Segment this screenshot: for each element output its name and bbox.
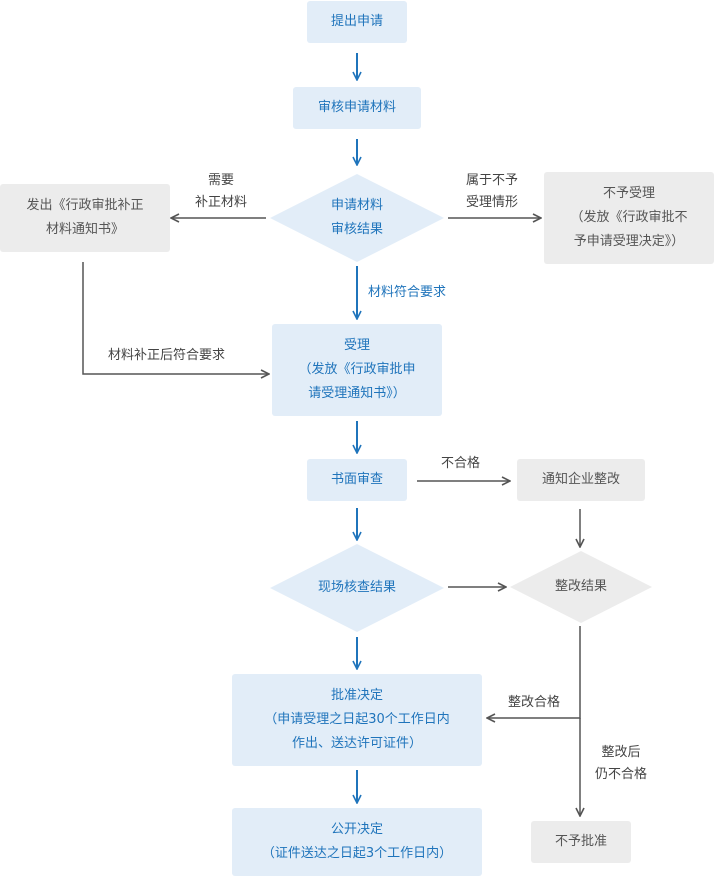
label-need-correction-line-1: 需要 bbox=[207, 173, 234, 188]
label-rectify-ok: 整改合格 bbox=[508, 695, 561, 710]
node-not-accepted-line-1: 不予受理 bbox=[602, 186, 655, 201]
node-reject-text: 不予批准 bbox=[554, 834, 607, 849]
decision-materials-line-2: 审核结果 bbox=[330, 222, 383, 237]
node-written-review: 书面审查 bbox=[307, 459, 407, 501]
node-approve-line-3: 作出、送达许可证件） bbox=[291, 736, 422, 751]
decision-onsite-result-shape bbox=[270, 544, 444, 632]
node-correction-notice-line-1: 发出《行政审批补正 bbox=[26, 198, 144, 213]
label-materials-ok: 材料符合要求 bbox=[368, 285, 447, 300]
node-accepted: 受理 （发放《行政审批申 请受理通知书》） bbox=[272, 324, 442, 416]
label-not-qualified-case-line-1: 属于不予 bbox=[465, 173, 518, 188]
label-not-qualified-case-line-2: 受理情形 bbox=[465, 195, 518, 210]
decision-materials-shape bbox=[270, 174, 444, 262]
decision-materials: 申请材料 审核结果 bbox=[270, 174, 444, 262]
label-rectify-fail-line-1: 整改后 bbox=[601, 745, 641, 760]
node-notify-rectify: 通知企业整改 bbox=[517, 459, 645, 501]
node-reject: 不予批准 bbox=[531, 821, 631, 863]
node-review-materials-text: 审核申请材料 bbox=[317, 100, 396, 115]
node-approve-line-2: （申请受理之日起30个工作日内 bbox=[264, 712, 450, 727]
label-rectify-fail-line-2: 仍不合格 bbox=[594, 767, 647, 782]
label-need-correction-line-2: 补正材料 bbox=[194, 195, 247, 210]
node-correction-notice: 发出《行政审批补正 材料通知书》 bbox=[0, 184, 170, 252]
node-publish: 公开决定 （证件送达之日起3个工作日内） bbox=[232, 808, 482, 876]
decision-rectify-result-shape bbox=[510, 551, 652, 623]
node-not-accepted-line-3: 予申请受理决定》） bbox=[573, 234, 685, 249]
node-publish-line-2: （证件送达之日起3个工作日内） bbox=[261, 846, 453, 861]
label-need-correction: 需要 补正材料 bbox=[186, 170, 256, 214]
label-not-qualified-case: 属于不予 受理情形 bbox=[452, 170, 532, 214]
node-not-accepted: 不予受理 （发放《行政审批不 予申请受理决定》） bbox=[544, 172, 714, 264]
node-correction-notice-line-2: 材料通知书》 bbox=[45, 222, 124, 237]
node-accepted-line-2: （发放《行政审批申 bbox=[298, 362, 416, 377]
label-corrected-ok: 材料补正后符合要求 bbox=[108, 348, 226, 363]
arrow-correction-to-accepted bbox=[82, 262, 268, 374]
node-approve: 批准决定 （申请受理之日起30个工作日内 作出、送达许可证件） bbox=[232, 674, 482, 766]
node-not-accepted-line-2: （发放《行政审批不 bbox=[570, 210, 688, 225]
node-submit: 提出申请 bbox=[307, 1, 407, 43]
node-written-review-text: 书面审查 bbox=[330, 472, 383, 487]
decision-onsite-result: 现场核查结果 bbox=[270, 544, 444, 632]
node-accepted-line-3: 请受理通知书》） bbox=[308, 386, 406, 401]
decision-rectify-result: 整改结果 bbox=[510, 551, 652, 623]
label-rectify-fail: 整改后 仍不合格 bbox=[586, 742, 656, 786]
node-notify-rectify-text: 通知企业整改 bbox=[541, 472, 620, 487]
node-approve-line-1: 批准决定 bbox=[330, 688, 383, 703]
node-review-materials: 审核申请材料 bbox=[293, 87, 421, 129]
decision-rectify-result-text: 整改结果 bbox=[554, 579, 607, 594]
node-accepted-line-1: 受理 bbox=[343, 338, 370, 353]
label-fail: 不合格 bbox=[441, 456, 481, 471]
node-publish-line-1: 公开决定 bbox=[330, 822, 383, 837]
decision-onsite-result-text: 现场核查结果 bbox=[317, 580, 396, 595]
node-submit-text: 提出申请 bbox=[330, 14, 383, 29]
decision-materials-line-1: 申请材料 bbox=[330, 198, 383, 213]
